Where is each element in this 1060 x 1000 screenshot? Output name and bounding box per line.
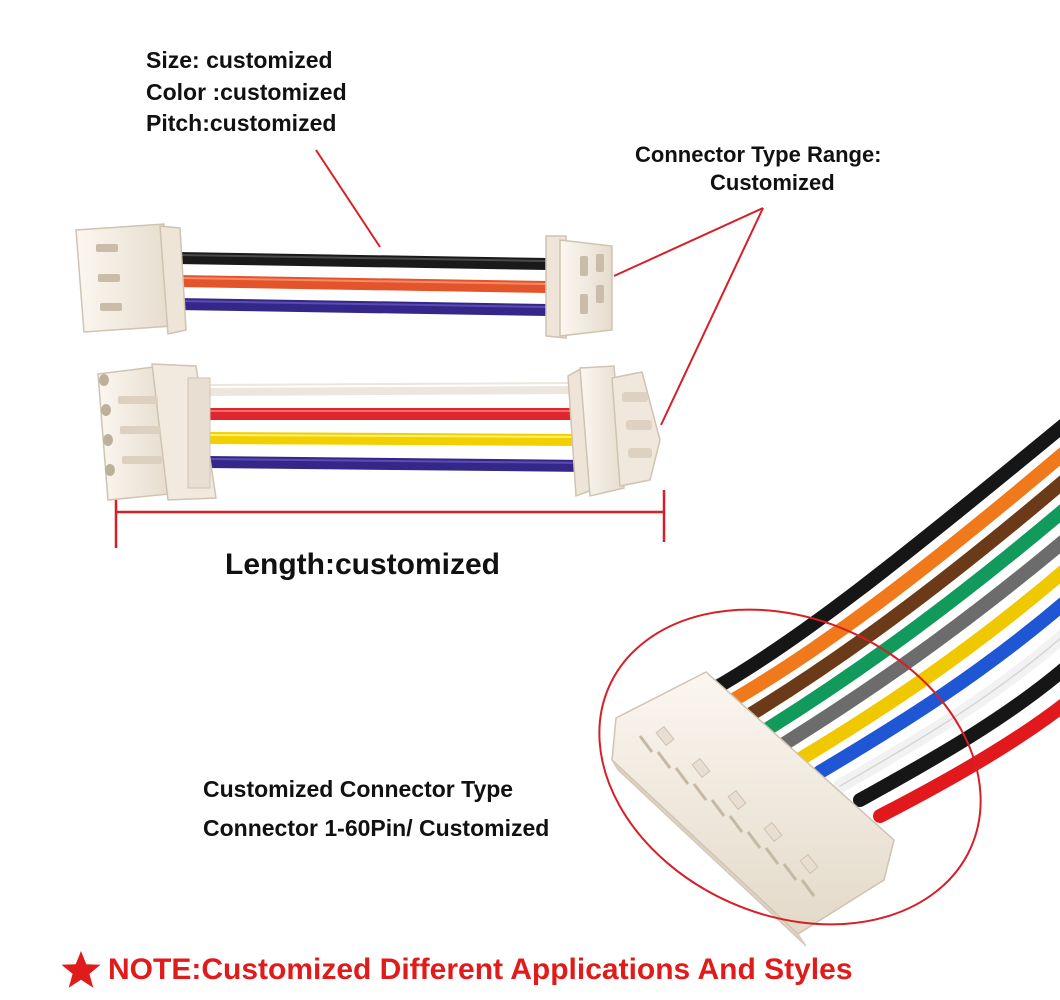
star-icon [61, 951, 101, 988]
wire-2 [723, 447, 1060, 709]
wire-1 [705, 419, 1060, 697]
wire-purple [170, 298, 554, 316]
wire-purple-2 [200, 456, 594, 472]
cable-4pin [97, 363, 661, 501]
connector-10pin [611, 671, 895, 947]
connector-range-label: Connector Type Range: [635, 142, 882, 167]
wire-3 [741, 475, 1060, 723]
connector-type-label: Customized Connector Type [203, 776, 514, 802]
callout-lines [315, 149, 764, 426]
spec-pitch: Pitch:customized [146, 110, 337, 136]
connector-pin-range: Connector 1-60Pin/ Customized [203, 815, 550, 841]
wire-yellow [200, 432, 590, 446]
wire-orange [170, 275, 554, 293]
cable-4pin-wires [200, 382, 594, 472]
wire-4 [759, 504, 1060, 737]
range-callout-line-bottom [660, 207, 764, 426]
connector-3pin-right [545, 235, 613, 339]
note-text: NOTE:Customized Different Applications A… [108, 953, 853, 986]
wire-9 [853, 663, 1060, 807]
connector-3pin-left [75, 223, 187, 335]
wire-7 [813, 597, 1060, 779]
cable-3pin [75, 223, 613, 339]
connector-range-value: Customized [710, 170, 835, 195]
cable-3pin-wires [170, 252, 554, 316]
connector-highlight-ellipse [598, 608, 982, 926]
spec-size: Size: customized [146, 47, 333, 73]
wire-10 [873, 698, 1060, 823]
range-callout-line-top [613, 207, 764, 277]
connector-4pin-left [97, 363, 217, 501]
wire-black [170, 252, 554, 270]
wire-6 [795, 565, 1060, 765]
spec-callout-line [315, 149, 381, 248]
wire-5 [777, 535, 1060, 751]
connector-4pin-right [567, 365, 661, 498]
length-label: Length:customized [225, 548, 500, 581]
wire-white [200, 382, 584, 396]
spec-color: Color :customized [146, 79, 347, 105]
ribbon-harness [705, 419, 1060, 823]
